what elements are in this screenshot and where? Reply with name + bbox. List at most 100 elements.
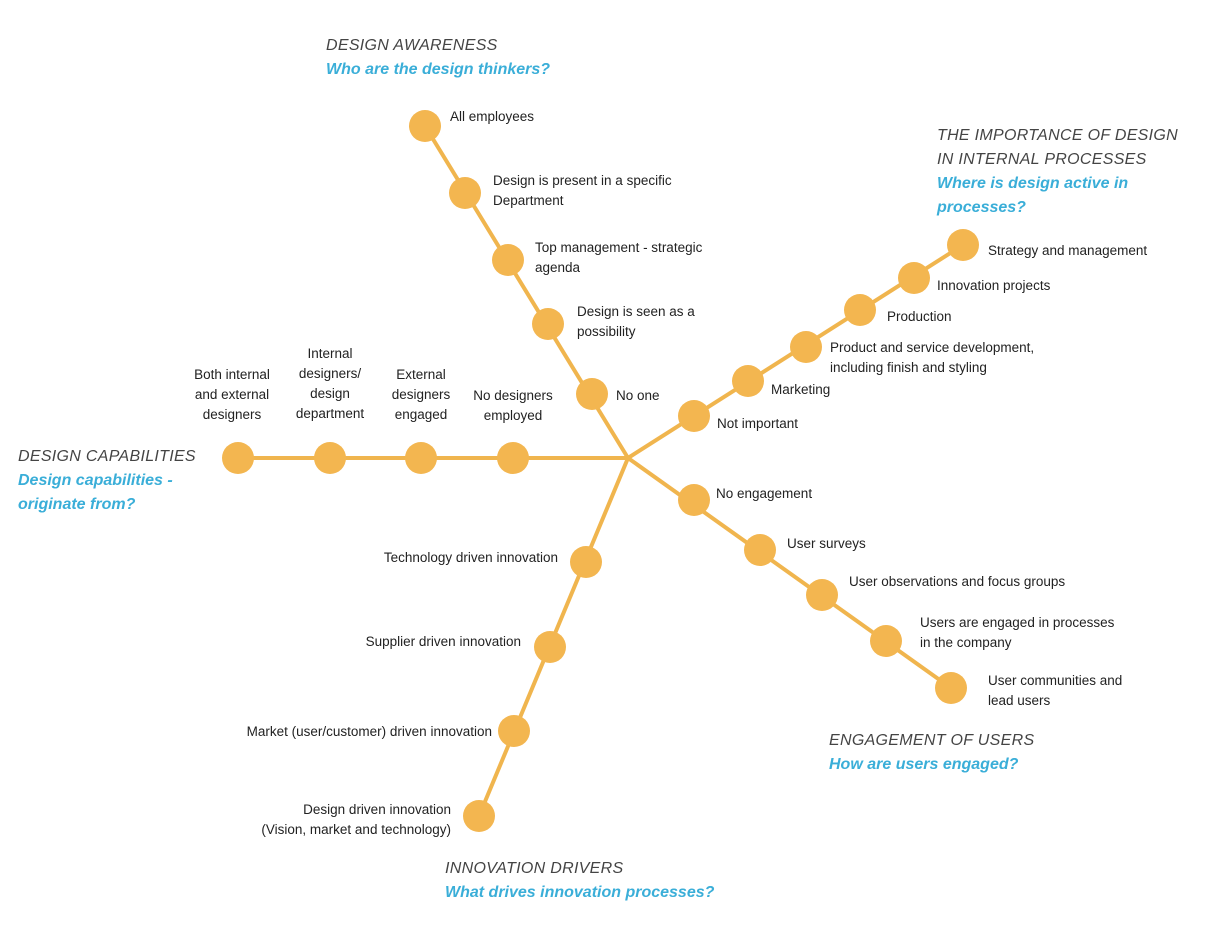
design-awareness-heading-question-line: Who are the design thinkers?	[326, 61, 550, 78]
design-awareness-node-label-5: All employees	[450, 109, 534, 124]
design-capabilities-node-label-1-line: No designers	[473, 388, 553, 403]
axis-headings: DESIGN AWARENESS Who are the design think…	[18, 37, 1178, 901]
importance-of-design-node-label-5-line: Innovation projects	[937, 278, 1051, 293]
design-capabilities-node-1	[497, 442, 529, 474]
importance-of-design-node-3	[790, 331, 822, 363]
importance-of-design-heading-question-line: processes?	[936, 199, 1026, 216]
importance-of-design-node-label-3: Product and service development, includin…	[830, 340, 1034, 375]
engagement-of-users-node-label-5-line: User communities and	[988, 673, 1122, 688]
design-awareness-node-label-2-line: possibility	[577, 324, 636, 339]
importance-of-design-node-label-2-line: Marketing	[771, 382, 830, 397]
engagement-of-users-heading-question-line: How are users engaged?	[829, 756, 1019, 773]
innovation-drivers-node-label-4-line: Design driven innovation	[303, 802, 451, 817]
engagement-of-users-node-label-5: User communities and lead users	[988, 673, 1122, 708]
engagement-of-users-heading: ENGAGEMENT OF USERS How are users engaged…	[829, 732, 1034, 773]
importance-of-design-node-label-5: Innovation projects	[937, 278, 1051, 293]
design-capabilities-heading-question-line: originate from?	[18, 496, 136, 513]
importance-of-design-heading: THE IMPORTANCE OF DESIGN IN INTERNAL PROC…	[936, 127, 1178, 216]
engagement-of-users-node-1	[678, 484, 710, 516]
importance-of-design-node-5	[898, 262, 930, 294]
design-capabilities-node-label-3-line: designers/	[299, 366, 362, 381]
design-capabilities-node-label-2-line: engaged	[395, 407, 448, 422]
design-awareness-heading-title: DESIGN AWARENESS	[326, 37, 498, 54]
innovation-drivers-heading-title: INNOVATION DRIVERS	[445, 860, 623, 877]
design-awareness-node-label-4-line: Department	[493, 193, 564, 208]
importance-of-design-heading-title-line: IN INTERNAL PROCESSES	[937, 151, 1147, 168]
importance-of-design-node-label-4-line: Production	[887, 309, 952, 324]
innovation-drivers-node-label-3-line: Market (user/customer) driven innovation	[247, 724, 492, 739]
design-capabilities-node-label-4-line: Both internal	[194, 367, 270, 382]
design-capabilities-node-label-4: Both internal and external designers	[194, 367, 270, 422]
design-awareness-node-label-3-line: Top management - strategic	[535, 240, 703, 255]
design-capabilities-node-label-2: External designers engaged	[392, 367, 451, 422]
importance-of-design-node-label-3-line: Product and service development,	[830, 340, 1034, 355]
importance-of-design-node-label-3-line: including finish and styling	[830, 360, 987, 375]
engagement-of-users-node-label-4: Users are engaged in processes in the com…	[920, 615, 1115, 650]
engagement-of-users-node-label-4-line: Users are engaged in processes	[920, 615, 1115, 630]
importance-of-design-node-1	[678, 400, 710, 432]
importance-of-design-node-label-4: Production	[887, 309, 952, 324]
design-awareness-node-label-3: Top management - strategic agenda	[535, 240, 703, 275]
engagement-of-users-heading-question: How are users engaged?	[829, 756, 1019, 773]
design-capabilities-node-2	[405, 442, 437, 474]
engagement-of-users-node-label-4-line: in the company	[920, 635, 1012, 650]
innovation-drivers-node-label-1-line: Technology driven innovation	[384, 550, 558, 565]
design-capabilities-node-4	[222, 442, 254, 474]
design-capabilities-heading-question-line: Design capabilities -	[18, 472, 173, 489]
design-awareness-node-2	[532, 308, 564, 340]
engagement-of-users-node-label-1-line: No engagement	[716, 486, 812, 501]
innovation-drivers-heading-question-line: What drives innovation processes?	[445, 884, 715, 901]
importance-of-design-node-label-1-line: Not important	[717, 416, 798, 431]
node-labels: No one Design is seen as a possibility Top …	[194, 109, 1147, 837]
design-capabilities-node-label-4-line: and external	[195, 387, 269, 402]
design-capabilities-heading-question: Design capabilities - originate from?	[18, 472, 173, 513]
importance-of-design-node-4	[844, 294, 876, 326]
innovation-drivers-node-1	[570, 546, 602, 578]
axis-lines	[236, 124, 965, 818]
engagement-of-users-node-2	[744, 534, 776, 566]
design-capabilities-heading: DESIGN CAPABILITIES Design capabilities -…	[18, 448, 196, 513]
design-awareness-node-label-1: No one	[616, 388, 660, 403]
design-awareness-node-label-4-line: Design is present in a specific	[493, 173, 672, 188]
design-capabilities-node-label-2-line: designers	[392, 387, 451, 402]
engagement-of-users-node-label-5-line: lead users	[988, 693, 1051, 708]
engagement-of-users-heading-title: ENGAGEMENT OF USERS	[829, 732, 1034, 749]
innovation-drivers-node-2	[534, 631, 566, 663]
innovation-drivers-node-label-4: Design driven innovation(Vision, market …	[261, 802, 451, 837]
design-awareness-node-1	[576, 378, 608, 410]
design-awareness-node-label-2-line: Design is seen as a	[577, 304, 695, 319]
design-awareness-node-3	[492, 244, 524, 276]
importance-of-design-heading-title-line: THE IMPORTANCE OF DESIGN	[937, 127, 1178, 144]
engagement-of-users-node-3	[806, 579, 838, 611]
design-capabilities-node-label-4-line: designers	[203, 407, 262, 422]
engagement-of-users-node-label-2-line: User surveys	[787, 536, 866, 551]
design-awareness-heading-question: Who are the design thinkers?	[326, 61, 550, 78]
innovation-drivers-node-label-2: Supplier driven innovation	[366, 634, 521, 649]
engagement-of-users-node-4	[870, 625, 902, 657]
innovation-drivers-node-3	[498, 715, 530, 747]
design-awareness-node-label-2: Design is seen as a possibility	[577, 304, 695, 339]
design-capabilities-heading-title-line: DESIGN CAPABILITIES	[18, 448, 196, 465]
engagement-of-users-node-5	[935, 672, 967, 704]
design-capabilities-node-label-2-line: External	[396, 367, 446, 382]
importance-of-design-node-6	[947, 229, 979, 261]
importance-of-design-node-2	[732, 365, 764, 397]
axis-nodes	[222, 110, 979, 832]
design-capabilities-heading-title: DESIGN CAPABILITIES	[18, 448, 196, 465]
design-capabilities-node-label-3-line: design	[310, 386, 350, 401]
engagement-of-users-node-label-3: User observations and focus groups	[849, 574, 1065, 589]
innovation-drivers-heading-question: What drives innovation processes?	[445, 884, 715, 901]
engagement-of-users-node-label-2: User surveys	[787, 536, 866, 551]
engagement-of-users-node-label-3-line: User observations and focus groups	[849, 574, 1065, 589]
importance-of-design-heading-question-line: Where is design active in	[937, 175, 1128, 192]
innovation-drivers-heading-title-line: INNOVATION DRIVERS	[445, 860, 623, 877]
design-capabilities-node-3	[314, 442, 346, 474]
design-capabilities-node-label-3-line: Internal	[307, 346, 352, 361]
design-awareness-node-label-3-line: agenda	[535, 260, 581, 275]
design-awareness-node-label-5-line: All employees	[450, 109, 534, 124]
engagement-of-users-node-label-1: No engagement	[716, 486, 812, 501]
design-awareness-node-5	[409, 110, 441, 142]
